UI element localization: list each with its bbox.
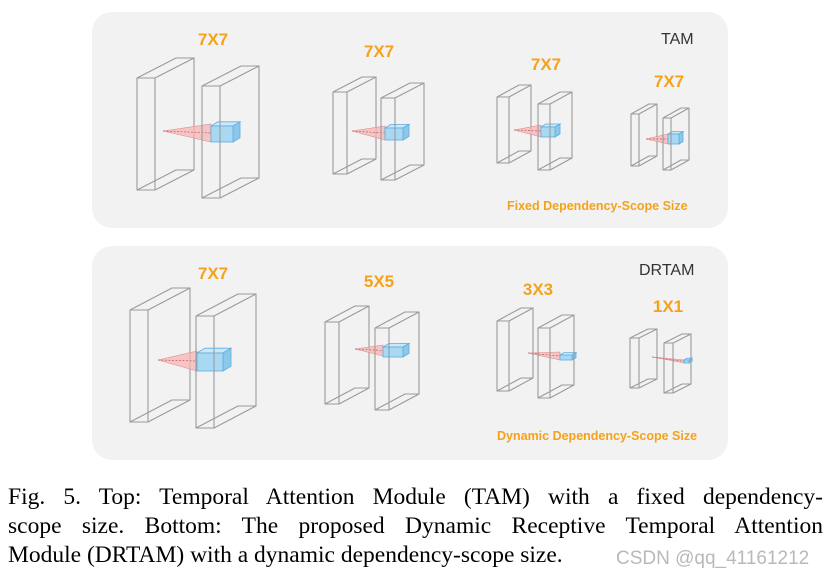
figure-caption: Fig. 5. Top: Temporal Attention Module (… (8, 483, 823, 570)
tam-kernel-label-3: 7X7 (530, 55, 562, 74)
tam-kernel-label-2: 7X7 (363, 42, 395, 61)
caption-line-3: Module (DRTAM) with a dynamic dependency… (8, 542, 563, 568)
fixed-scope-label: Fixed Dependency-Scope Size (507, 199, 688, 213)
tam-panel (92, 12, 728, 228)
drtam-kernel-label-3: 3X3 (522, 280, 554, 299)
caption-line-2: scope size. Bottom: The proposed Dynamic… (8, 513, 823, 539)
drtam-panel (92, 246, 728, 460)
tam-kernel-label-1: 7X7 (197, 30, 229, 49)
caption-line-1: Fig. 5. Top: Temporal Attention Module (… (8, 484, 823, 510)
drtam-kernel-label-2: 5X5 (363, 272, 395, 291)
tam-kernel-label-4: 7X7 (653, 72, 685, 91)
drtam-tag: DRTAM (639, 262, 695, 279)
dynamic-scope-label: Dynamic Dependency-Scope Size (497, 429, 698, 443)
drtam-kernel-label-1: 7X7 (197, 264, 229, 283)
watermark: CSDN @qq_41161212 (616, 548, 810, 569)
tam-tag: TAM (661, 31, 694, 48)
drtam-kernel-label-4: 1X1 (652, 297, 684, 316)
